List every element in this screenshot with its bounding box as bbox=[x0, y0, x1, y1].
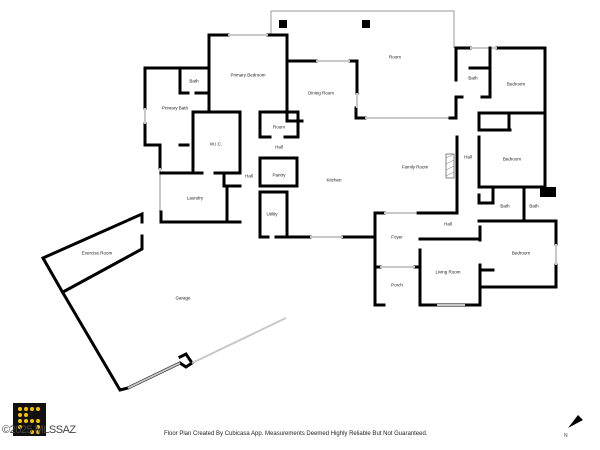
room-label: Utility bbox=[266, 211, 278, 217]
room-label: Family Room bbox=[401, 164, 429, 170]
room-label: Hall bbox=[275, 144, 283, 150]
disclaimer: Floor Plan Created By Cubicasa App. Meas… bbox=[164, 431, 428, 437]
room-label: Porch bbox=[391, 282, 403, 288]
walls bbox=[40, 33, 558, 392]
room-label: Primary Bath bbox=[161, 105, 189, 111]
room-label: Foyer bbox=[391, 234, 403, 240]
north-arrow-icon: N bbox=[564, 415, 583, 439]
mls-logo bbox=[13, 403, 46, 436]
room-label: Laundry bbox=[186, 195, 204, 201]
column-marker bbox=[362, 20, 370, 28]
room-label: Bedroom bbox=[511, 250, 531, 256]
room-label: Hall bbox=[245, 173, 253, 179]
room-label: Room bbox=[388, 54, 402, 60]
room-label: Exercise Room bbox=[81, 250, 113, 256]
room-label: Garage bbox=[175, 295, 191, 301]
room-label: Room bbox=[272, 124, 286, 130]
room-label: Living Room bbox=[435, 269, 461, 275]
room-label: Hall bbox=[464, 154, 472, 160]
svg-text:N: N bbox=[564, 433, 568, 439]
room-label: Bath bbox=[529, 203, 539, 209]
room-label: Bath bbox=[189, 78, 199, 84]
room-label: Hall bbox=[444, 221, 452, 227]
room-label: Kitchen bbox=[326, 177, 342, 183]
fireplace-icon bbox=[445, 153, 455, 179]
room-label: Primary Bedroom bbox=[230, 72, 266, 78]
room-label: W.I.C. bbox=[209, 141, 223, 147]
column-marker bbox=[279, 20, 287, 28]
room-label: Bath bbox=[468, 75, 478, 81]
patio-outline bbox=[270, 10, 455, 48]
room-label: Bath bbox=[500, 203, 510, 209]
copyright: ©2025 MLSSAZ bbox=[2, 424, 76, 436]
room-label: Dining Room bbox=[307, 90, 335, 96]
room-label: Pantry bbox=[272, 172, 286, 178]
room-label: Bedroom bbox=[506, 81, 526, 87]
room-label: Bedroom bbox=[502, 156, 522, 162]
